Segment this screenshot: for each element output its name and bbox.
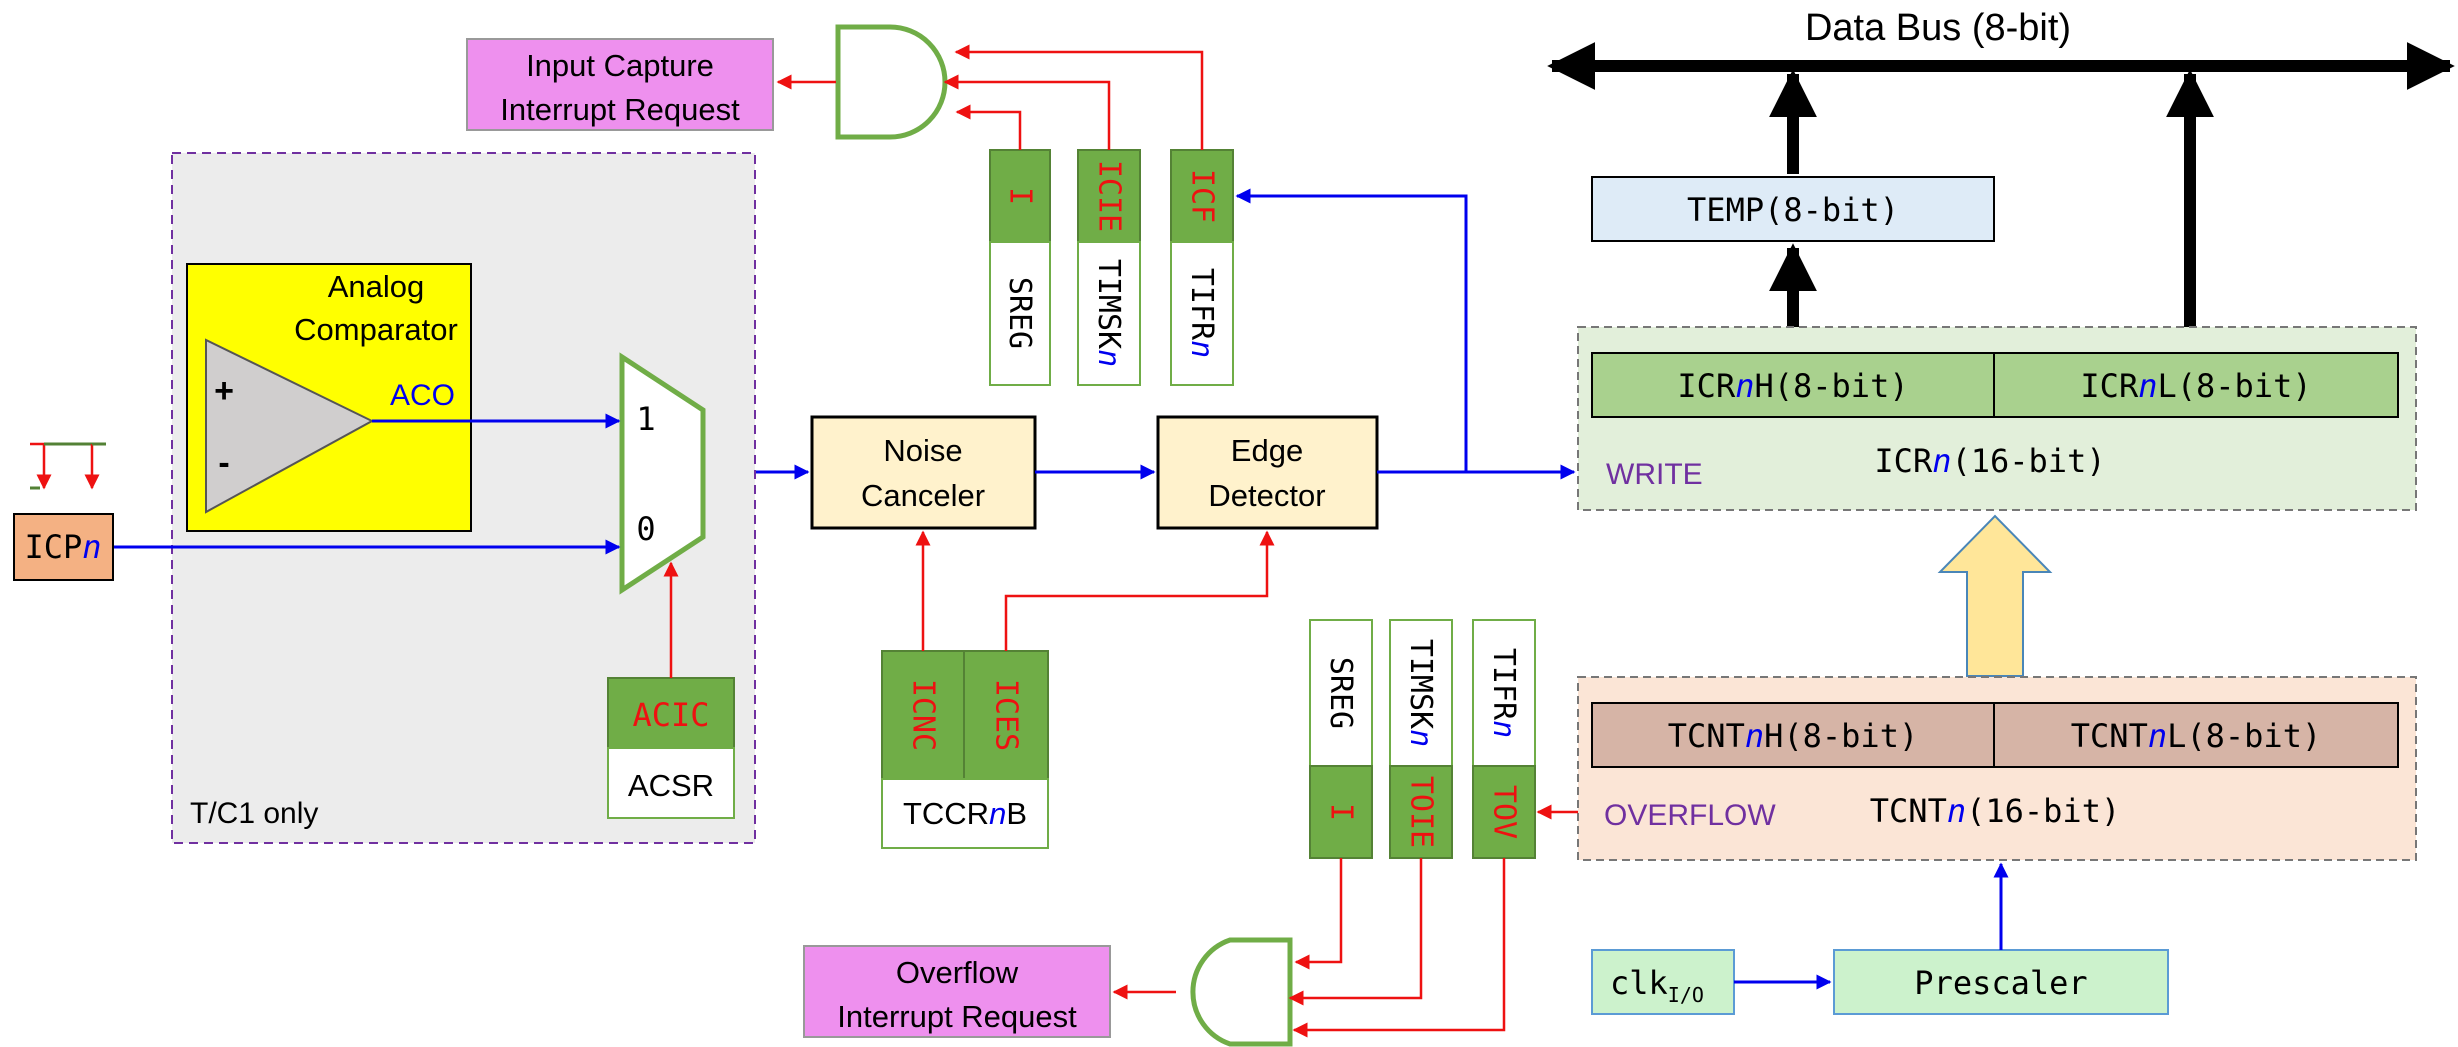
noise-canceler-block: Noise Canceler: [810, 415, 1037, 530]
overflow-bit-tov-column: TIFRn TOV: [1472, 619, 1536, 859]
temp-register-label: TEMP(8-bit): [1687, 191, 1899, 229]
prescaler-block: Prescaler: [1833, 949, 2169, 1015]
overflow-and-gate: [1190, 937, 1293, 1047]
capture-and-gate: [835, 24, 948, 140]
icr-low-register: ICRnL(8-bit): [2080, 367, 2311, 405]
edge-detector-block: Edge Detector: [1156, 415, 1379, 530]
copy-block-arrow: [1937, 514, 2053, 677]
acsr-bit-acic: ACIC: [632, 696, 709, 734]
tcnt-panel: TCNTnH(8-bit) TCNTnL(8-bit) OVERFLOW TCN…: [1577, 676, 2417, 861]
svg-text:Edge: Edge: [1231, 433, 1303, 468]
data-bus-label: Data Bus (8-bit): [1805, 7, 2071, 49]
tcnt-16bit-label: TCNTn(16-bit): [1870, 792, 2120, 830]
capture-bit-icie-column: ICIE TIMSKn: [1077, 149, 1141, 386]
overflow-reg-timsk: TIMSKn: [1404, 639, 1439, 747]
acsr-register-label: ACSR: [628, 768, 714, 803]
svg-text:Noise: Noise: [883, 433, 962, 468]
clk-subscript: I/O: [1668, 983, 1704, 1007]
tcnt-high-register: TCNTnH(8-bit): [1668, 717, 1918, 755]
input-capture-interrupt-request: Input Capture Interrupt Request: [466, 38, 774, 131]
icr-panel: ICRnH(8-bit) ICRnL(8-bit) WRITE ICRn(16-…: [1577, 326, 2417, 511]
icp-pin: ICPn: [13, 513, 114, 581]
capture-reg-tifr: TIFRn: [1185, 268, 1220, 358]
icr-16bit-label: ICRn(16-bit): [1874, 442, 2105, 480]
overflow-bit-toie: TOIE: [1404, 776, 1439, 848]
svg-text:Interrupt Request: Interrupt Request: [500, 92, 740, 127]
svg-text:Comparator: Comparator: [294, 312, 458, 347]
clk-io-source: clkI/O: [1591, 949, 1735, 1015]
comparator-plus: +: [214, 372, 234, 410]
clk-label: clk: [1610, 964, 1668, 1002]
tccr-control-wires: [915, 530, 1275, 651]
capture-enable-wires: [943, 44, 1204, 150]
analog-comparator-block: Analog Comparator + - ACO: [186, 263, 472, 532]
input-mux: 1 0: [619, 352, 706, 595]
overflow-bit-tov: TOV: [1487, 785, 1522, 839]
capture-reg-sreg: SREG: [1003, 277, 1038, 349]
overflow-bit-toie-column: TIMSKn TOIE: [1389, 619, 1453, 859]
overflow-interrupt-request: Overflow Interrupt Request: [803, 945, 1111, 1038]
svg-text:Detector: Detector: [1208, 478, 1325, 513]
tc1-only-label: T/C1 only: [190, 797, 318, 830]
capture-bit-icf: ICF: [1185, 169, 1220, 223]
tcnt-overflow-label: OVERFLOW: [1604, 799, 1776, 832]
mux-input-1-label: 1: [636, 400, 655, 438]
capture-signal-path: [706, 188, 1576, 480]
acsr-register: ACIC ACSR: [607, 677, 735, 819]
pulse-waveform-icon: [30, 442, 106, 490]
comparator-triangle: [205, 338, 375, 514]
mux-input-0-label: 0: [636, 510, 655, 548]
tccr-bit-ices: ICES: [989, 679, 1024, 751]
tccr-register-label: TCCRnB: [903, 796, 1027, 831]
icr-write-label: WRITE: [1606, 458, 1703, 491]
svg-text:clkI/O: clkI/O: [1610, 964, 1704, 1007]
overflow-bit-i-column: SREG I: [1309, 619, 1373, 859]
svg-text:Analog: Analog: [328, 269, 425, 304]
icr-high-register: ICRnH(8-bit): [1677, 367, 1908, 405]
capture-bit-icf-column: ICF TIFRn: [1170, 149, 1234, 386]
capture-reg-timsk: TIMSKn: [1092, 259, 1127, 367]
overflow-reg-tifr: TIFRn: [1487, 648, 1522, 738]
overflow-enable-wires: [1288, 804, 1578, 1038]
capture-bit-i: I: [1003, 187, 1038, 205]
capture-bit-icie: ICIE: [1092, 160, 1127, 232]
tcnt-low-register: TCNTnL(8-bit): [2071, 717, 2321, 755]
prescaler-label: Prescaler: [1914, 964, 2087, 1002]
overflow-bit-i: I: [1324, 803, 1359, 821]
icp-pin-label: ICPn: [24, 528, 101, 566]
tccr-bit-icnc: ICNC: [906, 679, 941, 751]
svg-text:Input Capture: Input Capture: [526, 48, 714, 83]
comparator-output-label: ACO: [390, 379, 455, 412]
comparator-minus: -: [218, 444, 229, 482]
svg-text:Canceler: Canceler: [861, 478, 985, 513]
capture-bit-i-column: I SREG: [989, 149, 1051, 386]
svg-text:Interrupt Request: Interrupt Request: [837, 999, 1077, 1034]
overflow-reg-sreg: SREG: [1324, 657, 1359, 729]
data-bus: Data Bus (8-bit): [1547, 7, 2455, 350]
temp-register: TEMP(8-bit): [1591, 176, 1995, 242]
tccrb-register: ICNC ICES TCCRnB: [881, 650, 1049, 849]
svg-text:Overflow: Overflow: [896, 955, 1019, 990]
